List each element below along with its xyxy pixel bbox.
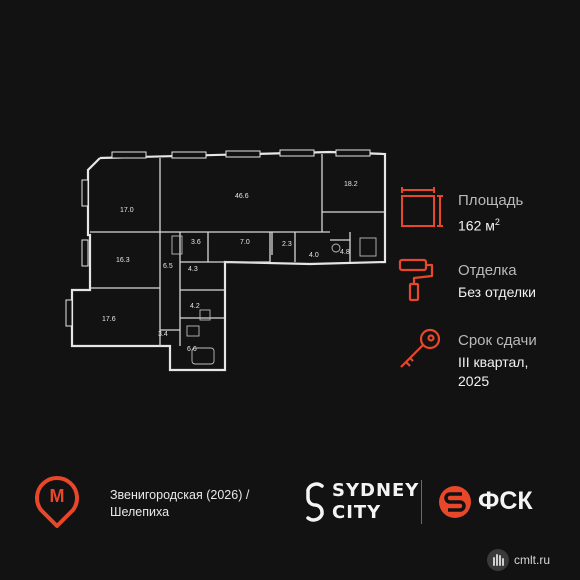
- room-area-label: 17.0: [120, 207, 134, 214]
- paint-roller-icon: [398, 258, 434, 302]
- fsk-text: ФСК: [478, 487, 533, 515]
- area-row: Площадь 162 м2: [396, 186, 576, 256]
- room-area-label: 4.3: [188, 266, 198, 273]
- room-area-label: 4.0: [309, 252, 319, 259]
- room-area-label: 2.3: [282, 241, 292, 248]
- room-area-label: 3.4: [158, 331, 168, 338]
- deadline-row: Срок сдачи III квартал, 2025: [396, 326, 576, 396]
- room-area-label: 17.6: [102, 316, 116, 323]
- room-area-label: 18.2: [344, 181, 358, 188]
- watermark: cmlt.ru: [486, 548, 576, 574]
- fsk-logo: ФСК: [438, 483, 538, 521]
- room-area-label: 4.2: [190, 303, 200, 310]
- finish-value: Без отделки: [458, 284, 537, 300]
- sydney-city-text: SYDNEY CITY: [332, 480, 420, 523]
- room-area-label: 6.5: [163, 263, 173, 270]
- metro-icon: М: [35, 476, 79, 528]
- room-area-label: 46.6: [235, 193, 249, 200]
- floor-plan: 46.6 18.2 17.0 16.3 17.6 7.0 3.6 6.5 4.3…: [65, 149, 387, 372]
- deadline-value: III квартал, 2025: [458, 354, 529, 389]
- finish-label: Отделка: [458, 262, 517, 279]
- info-panel: Площадь 162 м2 Отделка Без отделки Срок …: [396, 186, 576, 396]
- footer: М Звенигородская (2026) / Шелепиха SYDNE…: [0, 468, 580, 538]
- sydney-s-icon: [306, 482, 324, 522]
- room-area-label: 3.6: [191, 239, 201, 246]
- room-area-label: 4.8: [340, 249, 350, 256]
- deadline-label: Срок сдачи: [458, 332, 537, 349]
- watermark-hand-icon: [487, 549, 509, 571]
- fsk-emblem-icon: [439, 486, 471, 518]
- area-icon: [401, 187, 443, 227]
- room-area-label: 6.6: [187, 346, 197, 353]
- finish-row: Отделка Без отделки: [396, 256, 576, 326]
- metro-stations: Звенигородская (2026) / Шелепиха: [110, 488, 250, 519]
- room-area-label: 16.3: [116, 257, 130, 264]
- area-value: 162 м2: [458, 217, 500, 234]
- watermark-text: cmlt.ru: [514, 553, 550, 567]
- logo-divider: [421, 480, 422, 524]
- sydney-city-logo: SYDNEY CITY: [302, 476, 418, 526]
- key-icon: [400, 328, 441, 368]
- area-label: Площадь: [458, 192, 524, 209]
- metro-letter: М: [50, 486, 65, 506]
- room-area-label: 7.0: [240, 239, 250, 246]
